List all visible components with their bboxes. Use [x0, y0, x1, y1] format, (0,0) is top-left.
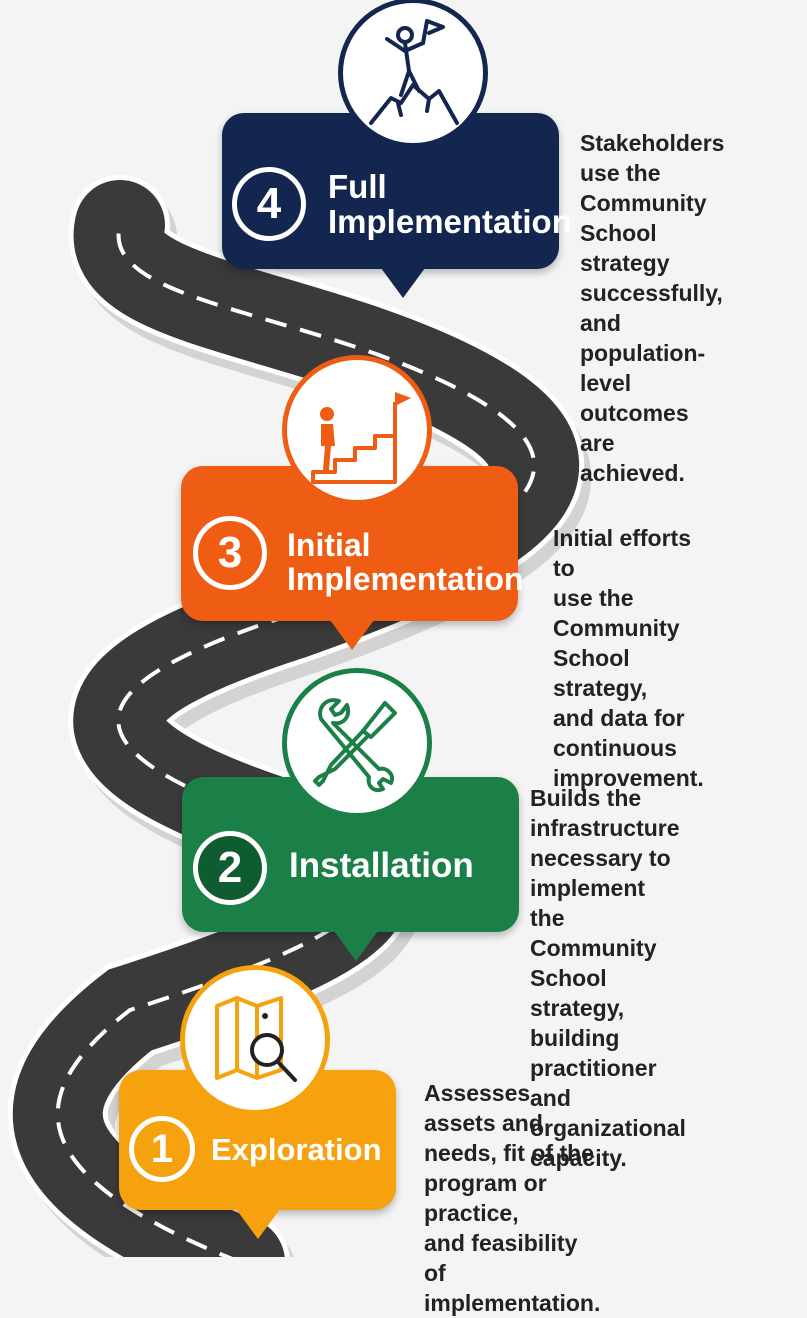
wrench-screwdriver-icon — [313, 698, 397, 792]
stage-3-icon-circle — [282, 355, 432, 505]
stage-2-icon-circle — [282, 668, 432, 818]
stage-2-title: Installation — [289, 846, 474, 885]
stage-1-pointer — [236, 1209, 280, 1239]
stage-4-number-badge: 4 — [232, 167, 306, 241]
stage-3-title-line1: Initial — [287, 527, 371, 563]
stage-1-number-badge: 1 — [129, 1116, 195, 1182]
stage-3-number-badge: 3 — [193, 516, 267, 590]
stage-4-pointer — [381, 268, 425, 298]
stage-1-icon-circle — [180, 965, 330, 1115]
stage-2-description: Builds the infrastructure necessary to i… — [530, 785, 686, 1171]
winding-road — [7, 175, 592, 1257]
stage-3-description: Initial efforts to use the Community Sch… — [553, 525, 704, 791]
stage-4-title: Full Implementation — [328, 168, 572, 240]
stage-4-title-line1: Full — [328, 168, 387, 205]
stage-3-title-line2: Implementation — [287, 560, 524, 597]
stage-1-title: Exploration — [211, 1132, 382, 1167]
road-center-dashes — [55, 224, 537, 1257]
stage-2-number-badge: 2 — [193, 831, 267, 905]
summit-flag-icon — [369, 19, 459, 125]
stage-4-icon-circle — [338, 0, 488, 148]
stage-2-pointer — [334, 931, 378, 961]
stairs-climb-icon — [311, 392, 411, 484]
map-search-icon — [215, 996, 297, 1082]
stage-3-title: Initial Implementation — [287, 527, 524, 597]
stage-4-title-line2: Implementation — [328, 202, 572, 240]
stage-2-title-line1: Installation — [289, 846, 474, 885]
stage-1-description: Assesses assets and needs, fit of the pr… — [424, 1080, 601, 1316]
stage-3-pointer — [330, 620, 374, 650]
stage-1-title-line1: Exploration — [211, 1132, 382, 1167]
stage-4-description: Stakeholders use the Community School st… — [580, 130, 725, 486]
